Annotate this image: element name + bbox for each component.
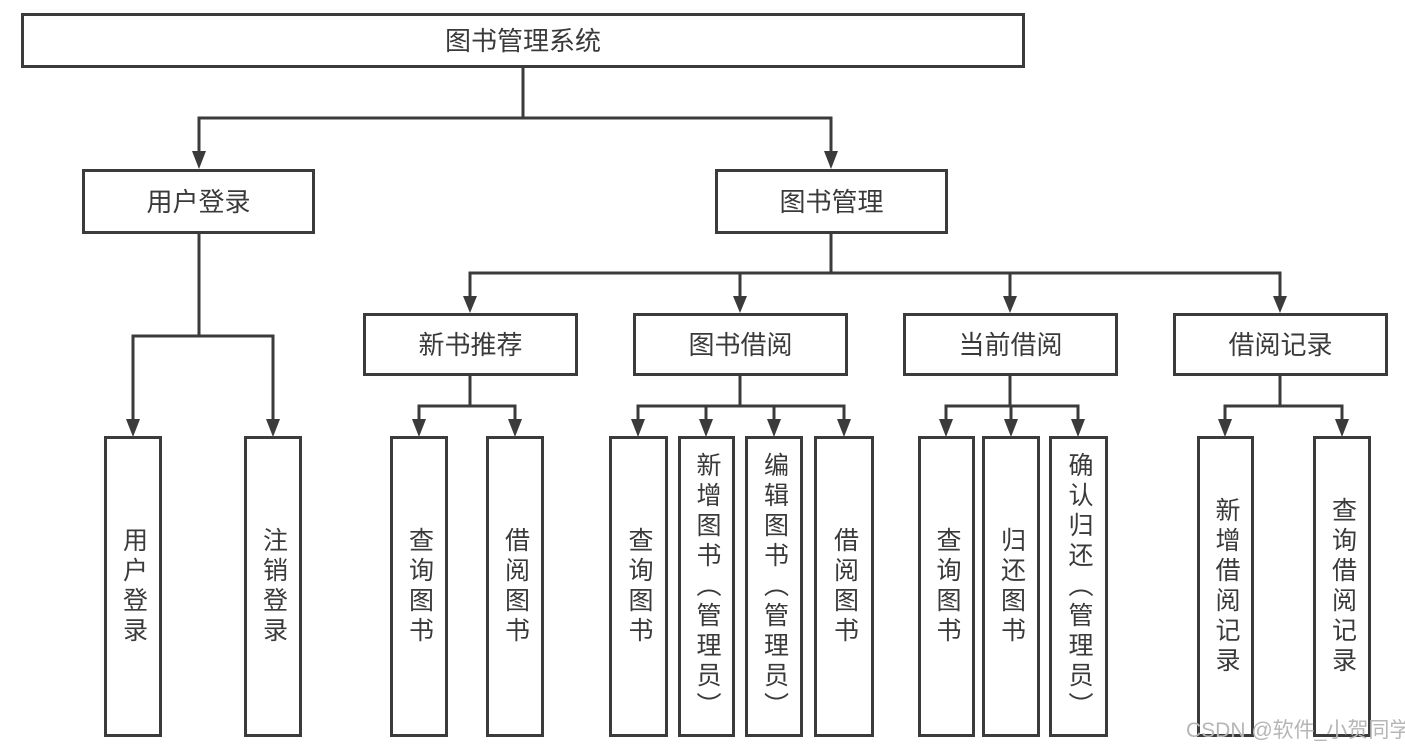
connector-arrowheads — [126, 151, 1349, 437]
leaf-query-books-borrowing: 查询图书 — [609, 436, 668, 737]
node-root-label: 图书管理系统 — [444, 25, 601, 56]
node-user-login-label: 用户登录 — [146, 186, 251, 217]
leaf-confirm-return-admin: 确认归还（管理员） — [1049, 436, 1108, 737]
leaf-borrow-books-recommend: 借阅图书 — [486, 436, 544, 737]
leaf-query-books-recommend-label: 查询图书 — [405, 526, 434, 647]
node-book-management-label: 图书管理 — [779, 186, 884, 217]
leaf-user-login: 用户登录 — [104, 436, 162, 737]
node-new-book-recommend: 新书推荐 — [363, 313, 578, 376]
leaf-borrow-books: 借阅图书 — [814, 436, 874, 737]
leaf-user-login-label: 用户登录 — [119, 526, 148, 647]
watermark: CSDN @软件_小贺同学 — [1186, 719, 1405, 742]
leaf-borrow-books-label: 借阅图书 — [830, 526, 859, 647]
leaf-query-books-current: 查询图书 — [918, 436, 975, 737]
leaf-logout: 注销登录 — [244, 436, 302, 737]
leaf-query-borrow-record: 查询借阅记录 — [1313, 436, 1371, 737]
leaf-add-books-admin: 新增图书（管理员） — [678, 436, 735, 737]
node-current-borrowing-label: 当前借阅 — [958, 329, 1063, 360]
node-book-borrowing: 图书借阅 — [633, 313, 848, 376]
connector-lines — [131, 68, 1344, 421]
node-borrow-records: 借阅记录 — [1173, 313, 1388, 376]
leaf-return-books: 归还图书 — [982, 436, 1040, 737]
leaf-add-books-admin-label: 新增图书（管理员） — [693, 451, 721, 722]
leaf-confirm-return-admin-label: 确认归还（管理员） — [1065, 451, 1093, 722]
leaf-query-books-current-label: 查询图书 — [933, 526, 961, 647]
leaf-edit-books-admin-label: 编辑图书（管理员） — [760, 451, 789, 722]
node-user-login: 用户登录 — [82, 169, 315, 234]
node-book-management: 图书管理 — [715, 169, 948, 234]
node-current-borrowing: 当前借阅 — [903, 313, 1118, 376]
leaf-query-books-borrowing-label: 查询图书 — [625, 526, 653, 647]
leaf-query-books-recommend: 查询图书 — [390, 436, 448, 737]
leaf-add-borrow-record: 新增借阅记录 — [1197, 436, 1254, 737]
node-new-book-recommend-label: 新书推荐 — [418, 329, 523, 360]
node-borrow-records-label: 借阅记录 — [1228, 329, 1333, 360]
leaf-query-borrow-record-label: 查询借阅记录 — [1328, 496, 1357, 677]
leaf-logout-label: 注销登录 — [259, 526, 288, 647]
node-book-borrowing-label: 图书借阅 — [688, 329, 793, 360]
node-root: 图书管理系统 — [21, 13, 1025, 68]
leaf-return-books-label: 归还图书 — [997, 526, 1026, 647]
leaf-add-borrow-record-label: 新增借阅记录 — [1212, 496, 1240, 677]
leaf-edit-books-admin: 编辑图书（管理员） — [745, 436, 803, 737]
leaf-borrow-books-recommend-label: 借阅图书 — [501, 526, 530, 647]
